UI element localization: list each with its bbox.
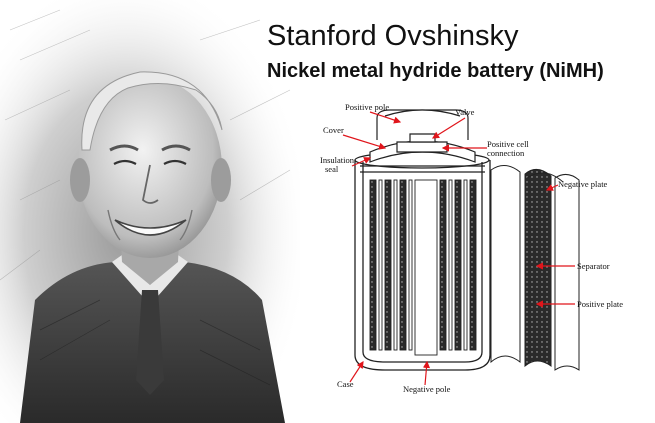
label-separator: Separator (577, 261, 610, 271)
battery-cap (360, 109, 485, 173)
label-insulation-1: Insulation (320, 155, 355, 165)
label-negative-pole: Negative pole (403, 384, 451, 394)
label-insulation-2: seal (325, 164, 339, 174)
label-negative-plate: Negative plate (558, 179, 608, 189)
label-case: Case (337, 379, 354, 389)
person-name: Stanford Ovshinsky (267, 20, 519, 52)
label-positive-cell-2: connection (487, 148, 525, 158)
unrolled-sheets (490, 165, 580, 371)
pointer-arrows (342, 111, 575, 386)
label-positive-plate: Positive plate (577, 299, 623, 309)
battery-diagram: Positive pole Valve Cover Positive cell … (320, 102, 623, 394)
portrait-sketch (0, 0, 300, 423)
battery-subtitle: Nickel metal hydride battery (NiMH) (267, 60, 604, 82)
inner-plates (369, 179, 477, 356)
label-valve: Valve (455, 107, 475, 117)
label-positive-cell-1: Positive cell (487, 139, 529, 149)
label-cover: Cover (323, 125, 344, 135)
label-positive-pole: Positive pole (345, 102, 389, 112)
